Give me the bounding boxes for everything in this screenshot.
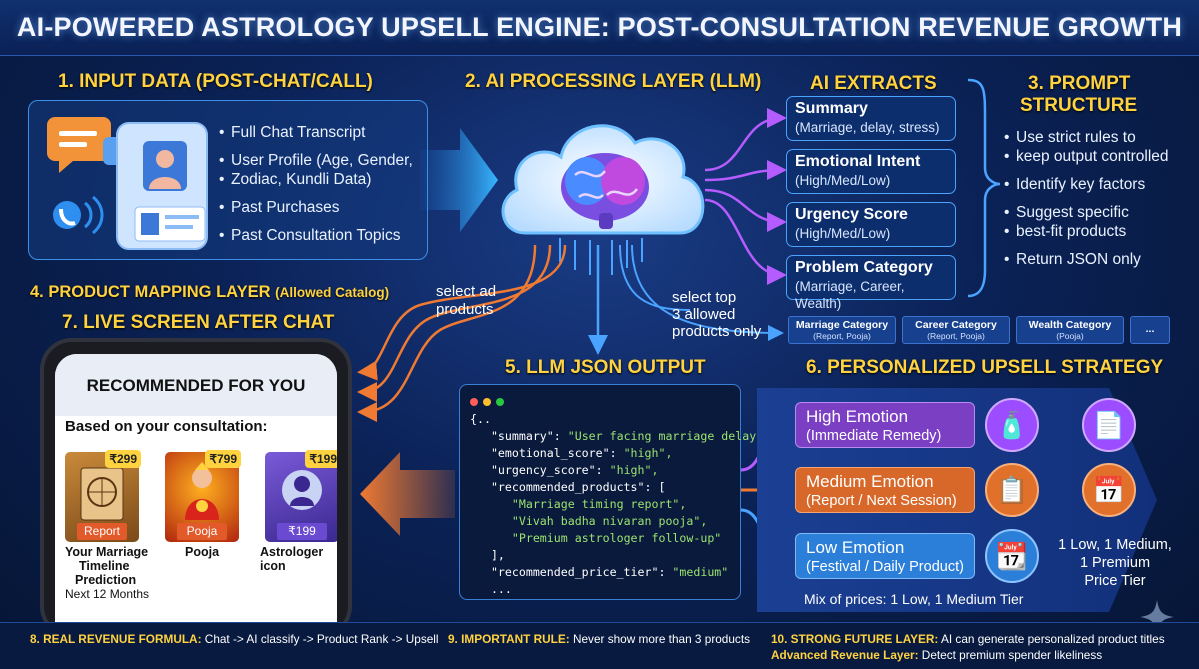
- festival-calendar-icon: 📆: [985, 529, 1039, 583]
- screen-header: [55, 354, 337, 416]
- report-icon: 📋: [985, 463, 1039, 517]
- category-marriage: Marriage Category(Report, Pooja): [788, 316, 896, 344]
- input-item-cont: Zodiac, Kundli Data): [219, 170, 413, 189]
- prompt-item: Suggest specific: [1004, 203, 1169, 222]
- recommended-title: RECOMMENDED FOR YOU: [86, 376, 306, 395]
- json-line: "summary": "User facing marriage delay..…: [470, 429, 792, 443]
- prompt-item-cont: keep output controlled: [1004, 147, 1169, 166]
- product-name-astrologer: Astrologer icon: [260, 545, 324, 573]
- json-line: {..: [470, 412, 491, 426]
- mix-prices-note: Mix of prices: 1 Low, 1 Medium Tier: [804, 591, 1024, 607]
- prompt-heading: 3. PROMPT: [1028, 73, 1131, 94]
- page-title: AI-POWERED ASTROLOGY UPSELL ENGINE: POST…: [16, 12, 1183, 42]
- prompt-item: Return JSON only: [1004, 250, 1169, 269]
- product-card-astrologer[interactable]: ₹199 ₹199: [265, 450, 337, 542]
- extracts-heading: AI EXTRACTS: [810, 73, 937, 94]
- output-arrow: [360, 452, 455, 536]
- footer-bar: [0, 622, 1199, 669]
- product-name-pooja: Pooja: [185, 545, 220, 559]
- json-line: "recommended_products": [: [470, 480, 666, 494]
- json-line: "Vivah badha nivaran pooja",: [511, 514, 708, 528]
- product-price: ₹799: [205, 450, 241, 468]
- phone-screen: RECOMMENDED FOR YOU Based on your consul…: [55, 354, 337, 644]
- extract-problem-category: Problem Category(Marriage, Career, Wealt…: [786, 255, 956, 311]
- input-arrow: [420, 128, 498, 232]
- phone-frame: RECOMMENDED FOR YOU Based on your consul…: [40, 338, 352, 644]
- json-line: "Premium astrologer follow-up": [511, 531, 722, 545]
- product-price: ₹299: [105, 450, 141, 468]
- prompt-item: Identify key factors: [1004, 175, 1169, 194]
- category-wealth: Wealth Category(Pooja): [1016, 316, 1124, 344]
- remedy-bottle-icon: 🧴: [985, 398, 1039, 452]
- prompt-item-cont: best-fit products: [1004, 222, 1169, 241]
- ai-brain-cloud-icon: [501, 124, 705, 235]
- product-name-report: Your Marriage Timeline Prediction Next 1…: [65, 545, 150, 601]
- product-price: ₹199: [305, 450, 337, 468]
- calendar-icon: 📅: [1082, 463, 1136, 517]
- footer-future-layer: 10. STRONG FUTURE LAYER: AI can generate…: [771, 632, 1165, 646]
- document-icon: 📄: [1082, 398, 1136, 452]
- json-line: "urgency_score": "high",: [470, 463, 659, 477]
- json-line: "Marriage timing report",: [511, 497, 687, 511]
- live-screen-heading: 7. LIVE SCREEN AFTER CHAT: [62, 312, 335, 333]
- prompt-item: Use strict rules to: [1004, 128, 1169, 147]
- footer-advanced-layer: Advanced Revenue Layer: Detect premium s…: [771, 648, 1103, 662]
- window-dots: [470, 393, 509, 411]
- extract-summary: Summary(Marriage, delay, stress): [786, 96, 956, 141]
- chat-phone-icon: [47, 117, 208, 250]
- json-line: "emotional_score": "high",: [470, 446, 673, 460]
- input-panel: Full Chat Transcript User Profile (Age, …: [28, 100, 428, 260]
- input-item: User Profile (Age, Gender,: [219, 151, 413, 170]
- product-tag: Pooja: [177, 523, 227, 540]
- sparkle-icon: [1140, 600, 1174, 634]
- input-item: Past Purchases: [219, 198, 413, 217]
- prompt-heading-2: STRUCTURE: [1020, 95, 1138, 116]
- json-output-panel: {.. "summary": "User facing marriage del…: [459, 384, 791, 600]
- product-tag: ₹199: [277, 523, 327, 540]
- prompt-list: Use strict rules to keep output controll…: [1004, 128, 1169, 269]
- consultation-subtitle: Based on your consultation:: [65, 418, 268, 435]
- scroll-chart-icon: [80, 467, 124, 521]
- strategy-heading: 6. PERSONALIZED UPSELL STRATEGY: [806, 357, 1164, 378]
- mapping-heading: 4. PRODUCT MAPPING LAYER (Allowed Catalo…: [30, 283, 390, 301]
- extract-emotional-intent: Emotional Intent(High/Med/Low): [786, 149, 956, 194]
- tier-medium-emotion: Medium Emotion(Report / Next Session): [795, 467, 975, 513]
- input-list: Full Chat Transcript User Profile (Age, …: [219, 123, 413, 245]
- json-line: "recommended_price_tier": "medium": [470, 565, 729, 579]
- json-code: {.. "summary": "User facing marriage del…: [470, 411, 791, 598]
- input-item: Past Consultation Topics: [219, 226, 413, 245]
- title-bar: AI-POWERED ASTROLOGY UPSELL ENGINE: POST…: [0, 0, 1199, 56]
- extract-urgency-score: Urgency Score(High/Med/Low): [786, 202, 956, 247]
- product-card-report[interactable]: ₹299 Report: [65, 450, 141, 542]
- footer-important-rule: 9. IMPORTANT RULE: Never show more than …: [448, 632, 751, 646]
- tier-low-emotion: Low Emotion(Festival / Daily Product): [795, 533, 975, 579]
- processing-heading: 2. AI PROCESSING LAYER (LLM): [465, 71, 762, 92]
- category-career: Career Category(Report, Pooja): [902, 316, 1010, 344]
- json-line: ],: [470, 548, 505, 562]
- product-tag: Report: [77, 523, 127, 540]
- deity-icon: [185, 462, 219, 520]
- astrologer-avatar-icon: [282, 470, 322, 510]
- footer-revenue-formula: 8. REAL REVENUE FORMULA: Chat -> AI clas…: [30, 632, 439, 646]
- category-more: ...: [1130, 316, 1170, 344]
- json-heading: 5. LLM JSON OUTPUT: [505, 357, 706, 378]
- input-heading: 1. INPUT DATA (POST-CHAT/CALL): [58, 71, 373, 92]
- input-item: Full Chat Transcript: [219, 123, 413, 142]
- tier-high-emotion: High Emotion(Immediate Remedy): [795, 402, 975, 448]
- product-card-pooja[interactable]: ₹799 Pooja: [165, 450, 241, 542]
- json-line: ...: [470, 582, 512, 596]
